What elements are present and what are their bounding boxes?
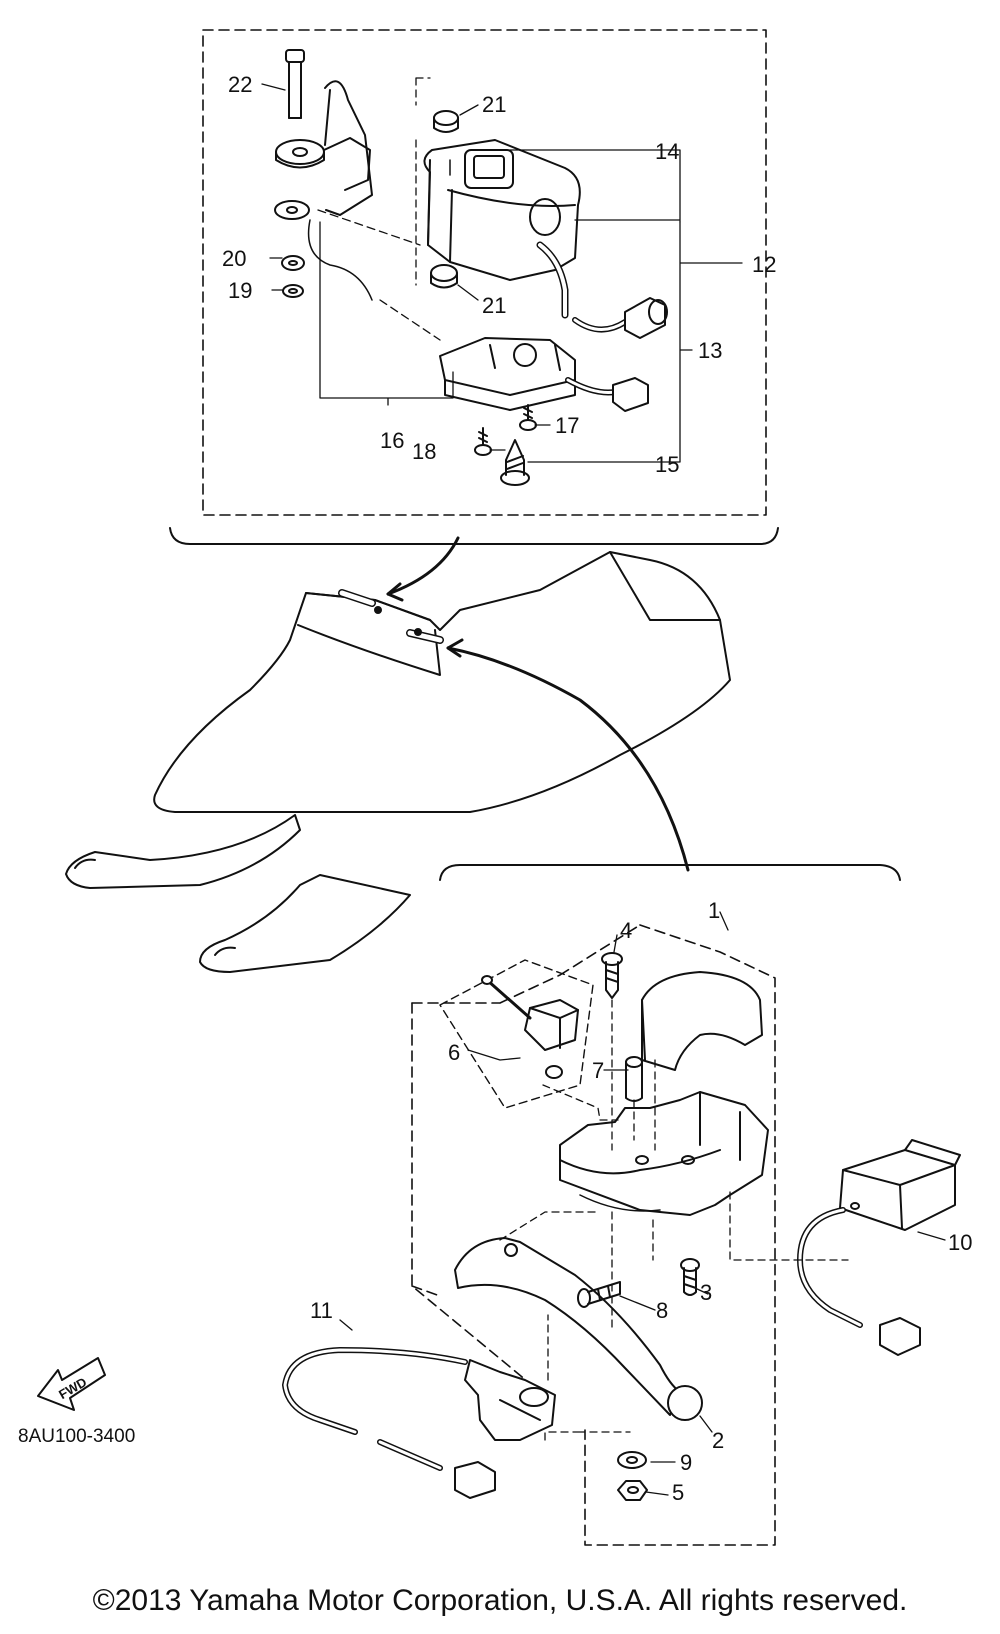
connector-10-plug-icon [879,1317,921,1356]
upper-assembly-dashed-frame [202,29,767,516]
brake-lever-2-icon [454,1237,703,1421]
brake-switch-11-icon [464,1359,556,1441]
washer-19-icon [282,284,304,298]
screw-3-icon [680,1258,700,1296]
lower-assembly-brace [439,864,901,881]
callout-labels: 1 2 3 4 5 6 7 8 9 10 11 12 13 14 15 16 1… [222,72,972,1505]
callout-21-upper: 21 [482,92,506,117]
callout-3: 3 [700,1280,712,1305]
collar-7-icon [625,1056,643,1102]
callout-12: 12 [752,252,776,277]
switch-cover-16-icon [439,337,576,411]
screw-18-icon [474,427,492,456]
bolt-22-icon [285,49,305,119]
copyright-notice: ©2013 Yamaha Motor Corporation, U.S.A. A… [92,1584,908,1617]
lower-assembly-dashed-frame [411,924,776,1546]
callout-19: 19 [228,278,252,303]
callout-20: 20 [222,246,246,271]
callout-8: 8 [656,1298,668,1323]
grommet-21-upper-icon [433,110,459,133]
callout-4: 4 [620,918,632,943]
screw-4-icon [601,952,623,999]
grommet-21-lower-icon [430,264,458,289]
callout-6: 6 [448,1040,460,1065]
callout-10: 10 [948,1230,972,1255]
collar-20-icon [281,255,305,271]
callout-16: 16 [380,428,404,453]
callout-22: 22 [228,72,252,97]
callout-11: 11 [310,1298,333,1323]
screw-17-icon [519,404,537,431]
mounting-bracket-icon [274,80,373,301]
snowmobile-body-icon [65,551,731,973]
callout-5: 5 [672,1480,684,1505]
callout-18: 18 [412,439,436,464]
nut-5-icon [617,1480,648,1501]
connector-10-icon [839,1139,961,1231]
cover-connector-icon [612,377,649,412]
upper-bracket-brace [169,527,779,545]
switch-block-6-icon [481,975,579,1079]
callout-17: 17 [555,413,579,438]
arrow-to-right-handlebar [446,646,690,872]
callout-2: 2 [712,1428,724,1453]
washer-9-icon [617,1451,647,1469]
group-6-dashed-box [439,959,594,1109]
callout-9: 9 [680,1450,692,1475]
screw-8-icon [577,1281,621,1308]
screw-15-icon [500,439,530,486]
callout-13: 13 [698,338,722,363]
callout-7: 7 [592,1058,604,1083]
callout-21-lower: 21 [482,293,506,318]
drawing-code: 8AU100-3400 [18,1426,135,1447]
brake-switch-plug-icon [454,1461,496,1499]
arrow-to-left-handlebar [386,536,460,596]
callout-14: 14 [655,139,679,164]
throttle-housing-icon [559,1091,769,1216]
fwd-arrow-icon [37,1357,106,1411]
grip-cover-icon [641,971,763,1071]
callout-1: 1 [708,898,720,923]
switch-connector-icon [624,297,668,339]
callout-15: 15 [655,452,679,477]
